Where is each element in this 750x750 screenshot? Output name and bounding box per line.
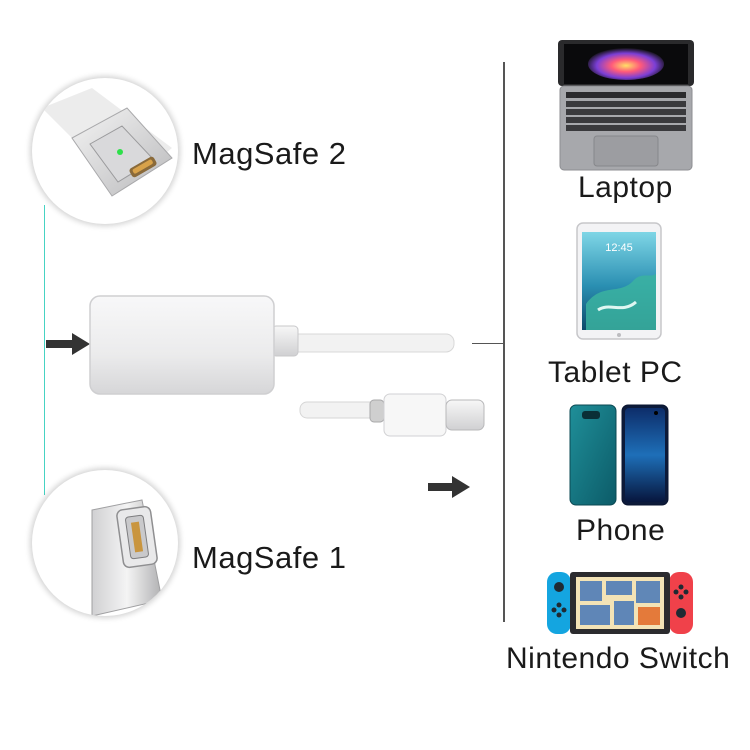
magsafe-2-label: MagSafe 2 [192, 136, 347, 171]
laptop-image [556, 38, 696, 172]
divider-tick [472, 343, 505, 344]
output-arrow-icon [428, 476, 470, 498]
magsafe-1-connector-image [32, 470, 178, 616]
divider-line [503, 62, 505, 622]
laptop-label: Laptop [578, 171, 673, 204]
phone-label: Phone [576, 514, 666, 547]
tablet-clock: 12:45 [605, 242, 633, 254]
magsafe-2-connector-image [32, 78, 178, 224]
nintendo-switch-label: Nintendo Switch [506, 642, 731, 675]
adapter-illustration [88, 290, 508, 450]
nintendo-switch-image [546, 571, 694, 635]
tablet-image: 12:45 [576, 222, 662, 340]
input-arrow-icon [46, 333, 90, 355]
magsafe-1-label: MagSafe 1 [192, 540, 347, 575]
tablet-label: Tablet PC [548, 356, 683, 389]
guide-line [44, 205, 45, 495]
phone-image [568, 403, 672, 507]
